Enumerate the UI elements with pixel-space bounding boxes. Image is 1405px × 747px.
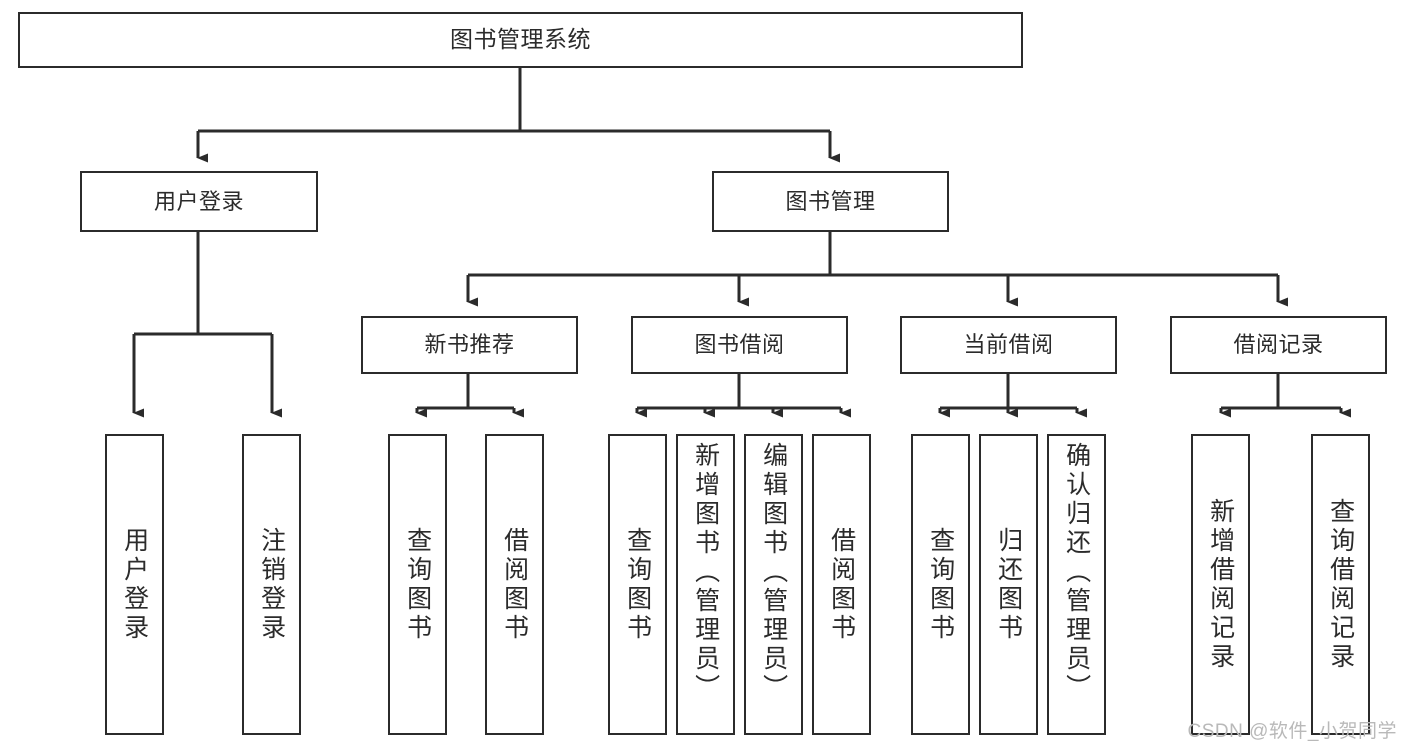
leaf-add-book-admin[interactable]: 新增图书（管理员） <box>676 434 735 735</box>
leaf-query-book-borrow[interactable]: 查询图书 <box>608 434 667 735</box>
node-label: 确认归还（管理员） <box>1062 442 1091 703</box>
node-label: 查询图书 <box>403 526 432 643</box>
node-label: 查询图书 <box>623 526 652 643</box>
leaf-query-book-recommend[interactable]: 查询图书 <box>388 434 447 735</box>
node-label: 新书推荐 <box>424 332 515 358</box>
node-root-book-management-system[interactable]: 图书管理系统 <box>18 12 1023 68</box>
leaf-borrow-book[interactable]: 借阅图书 <box>812 434 871 735</box>
node-label: 图书管理 <box>785 188 876 214</box>
node-label: 新增借阅记录 <box>1206 497 1235 672</box>
node-label: 用户登录 <box>120 526 149 643</box>
node-label: 借阅图书 <box>827 526 856 643</box>
node-label: 查询图书 <box>926 526 955 643</box>
node-label: 当前借阅 <box>963 332 1054 358</box>
node-book-management[interactable]: 图书管理 <box>712 171 949 232</box>
leaf-query-book-current[interactable]: 查询图书 <box>911 434 970 735</box>
leaf-confirm-return-admin[interactable]: 确认归还（管理员） <box>1047 434 1106 735</box>
node-label: 编辑图书（管理员） <box>759 442 788 703</box>
node-label: 图书管理系统 <box>450 26 591 53</box>
leaf-logout[interactable]: 注销登录 <box>242 434 301 735</box>
leaf-borrow-book-recommend[interactable]: 借阅图书 <box>485 434 544 735</box>
node-label: 查询借阅记录 <box>1326 497 1355 672</box>
leaf-add-borrow-record[interactable]: 新增借阅记录 <box>1191 434 1250 735</box>
node-borrow-record[interactable]: 借阅记录 <box>1170 316 1387 374</box>
leaf-user-login[interactable]: 用户登录 <box>105 434 164 735</box>
node-book-borrow[interactable]: 图书借阅 <box>631 316 848 374</box>
node-label: 新增图书（管理员） <box>691 442 720 703</box>
node-current-borrow[interactable]: 当前借阅 <box>900 316 1117 374</box>
csdn-watermark: CSDN @软件_小贺同学 <box>1187 721 1397 742</box>
node-label: 借阅图书 <box>500 526 529 643</box>
leaf-query-borrow-record[interactable]: 查询借阅记录 <box>1311 434 1370 735</box>
node-user-login[interactable]: 用户登录 <box>80 171 318 232</box>
node-label: 注销登录 <box>257 526 286 643</box>
node-label: 借阅记录 <box>1233 332 1324 358</box>
node-label: 图书借阅 <box>694 332 785 358</box>
leaf-return-book[interactable]: 归还图书 <box>979 434 1038 735</box>
node-label: 归还图书 <box>994 526 1023 643</box>
leaf-edit-book-admin[interactable]: 编辑图书（管理员） <box>744 434 803 735</box>
node-new-book-recommend[interactable]: 新书推荐 <box>361 316 578 374</box>
node-label: 用户登录 <box>153 188 244 214</box>
